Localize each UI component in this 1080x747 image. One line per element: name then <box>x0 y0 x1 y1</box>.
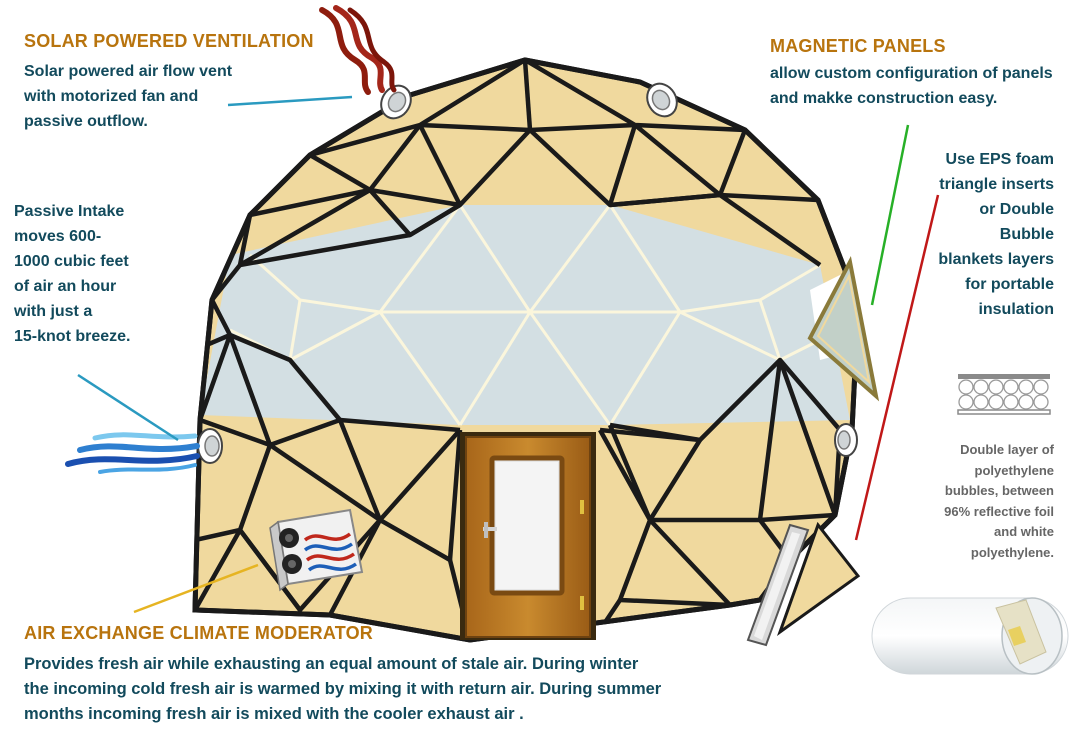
air-exchange-unit-icon <box>269 508 364 592</box>
window-panels <box>200 204 850 426</box>
roof-vent-left-icon <box>380 84 412 120</box>
solar-ventilation-heading: SOLAR POWERED VENTILATION <box>24 31 314 51</box>
bubble-wrap-roll-icon <box>871 597 1069 675</box>
intake-vent-icon <box>197 428 223 464</box>
intake-callout-line <box>77 373 179 442</box>
side-vent-icon <box>834 423 858 457</box>
bubble-layer-diagram-icon <box>957 374 1051 415</box>
air-exchange-description: Provides fresh air while exhausting an e… <box>24 655 662 723</box>
frame-struts <box>195 60 852 640</box>
door-handle-icon <box>483 527 497 531</box>
insulation-description: Use EPS foam triangle inserts or Double … <box>938 151 1054 318</box>
magnetic-panels-description: allow custom configuration of panels and… <box>770 65 1053 107</box>
insulation-panels-icon <box>746 521 861 647</box>
bubble-layer-note: Double layer of polyethylene bubbles, be… <box>944 442 1054 560</box>
intake-airflow-icon <box>65 432 200 474</box>
magnetic-callout-line <box>870 124 910 306</box>
air-exchange-heading: AIR EXCHANGE CLIMATE MODERATOR <box>24 623 374 643</box>
geodesic-dome <box>192 57 859 643</box>
door <box>460 432 596 640</box>
magnetic-panels-heading: MAGNETIC PANELS <box>770 36 946 56</box>
air-exchange-callout-line <box>133 563 259 614</box>
solar-callout-line <box>227 95 353 107</box>
solar-ventilation-description: Solar powered air flow vent with motoriz… <box>24 63 233 130</box>
insulation-callout-line <box>854 194 940 541</box>
passive-intake-description: Passive Intake moves 600- 1000 cubic fee… <box>14 203 131 345</box>
magnetic-panel-glass-icon <box>807 256 880 402</box>
roof-vent-right-icon <box>646 82 678 118</box>
hot-air-outflow-icon <box>319 5 397 95</box>
